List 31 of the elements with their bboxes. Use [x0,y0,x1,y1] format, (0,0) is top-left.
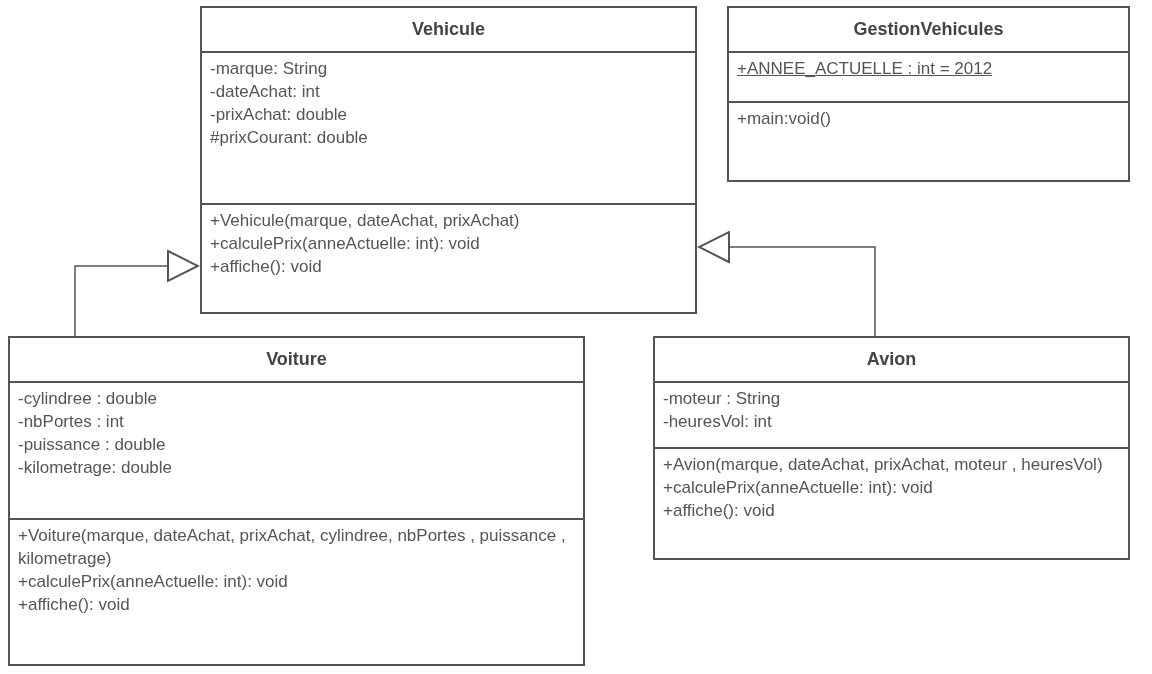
attribute-text: -marque: String [210,58,329,80]
class-name: Vehicule [411,18,485,41]
attribute-text: -moteur : String [663,388,782,410]
class-box [727,6,1130,182]
class-box [200,6,697,314]
attribute-text: +ANNEE_ACTUELLE : int = 2012 [737,58,994,80]
method-text: +affiche(): void [18,594,131,616]
method-text: +affiche(): void [210,256,323,278]
inheritance-arrow [698,231,876,337]
class-name: Avion [866,348,917,371]
attribute-text: -puissance : double [18,434,167,456]
method-text: +calculePrix(anneActuelle: int): void [663,477,934,499]
method-text: +Vehicule(marque, dateAchat, prixAchat) [210,210,521,232]
method-text: +main:void() [737,108,832,130]
method-text: +Avion(marque, dateAchat, prixAchat, moteur , heuresVol) [663,454,1104,476]
attribute-text: -prixAchat: double [210,104,349,126]
attribute-text: -kilometrage: double [18,457,174,479]
method-text: +calculePrix(anneActuelle: int): void [210,233,481,255]
method-text: +Voiture(marque, dateAchat, prixAchat, cylindree, nbPortes , puissance , kilometrage) [18,525,567,570]
attribute-text: -cylindree : double [18,388,158,410]
class-box [653,336,1130,560]
class-name: GestionVehicules [853,18,1004,41]
inheritance-arrow [74,250,199,337]
attribute-text: -heuresVol: int [663,411,773,433]
method-text: +calculePrix(anneActuelle: int): void [18,571,289,593]
class-name: Voiture [266,348,327,371]
class-box [8,336,585,666]
attribute-text: #prixCourant: double [210,127,369,149]
attribute-text: -dateAchat: int [210,81,321,103]
method-text: +affiche(): void [663,500,776,522]
attribute-text: -nbPortes : int [18,411,125,433]
